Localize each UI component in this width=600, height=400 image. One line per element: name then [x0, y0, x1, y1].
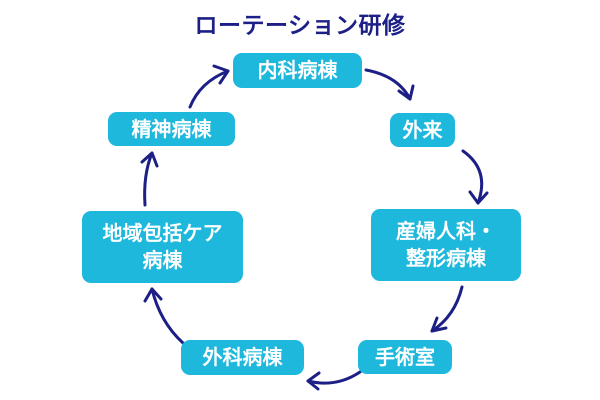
node-label-line-2: 整形病棟	[406, 246, 486, 270]
node-obgyn-orthopedic-ward: 産婦人科・ 整形病棟	[371, 209, 521, 281]
node-label: 精神病棟	[131, 116, 212, 141]
node-label: 外科病棟	[202, 345, 283, 369]
node-label: 手術室	[375, 344, 435, 369]
node-operating-room: 手術室	[358, 340, 452, 374]
node-community-care-ward: 地域包括ケア 病棟	[82, 211, 243, 283]
node-psychiatric-ward: 精神病棟	[108, 112, 235, 146]
arrow-shujutsu-to-geka	[306, 370, 362, 391]
node-label: 内科病棟	[257, 58, 338, 82]
node-label-line-1: 地域包括ケア	[102, 221, 223, 245]
node-surgical-ward: 外科病棟	[181, 340, 304, 375]
arrow-sanfu-to-shujutsu	[430, 285, 464, 333]
node-outpatient: 外来	[390, 113, 455, 147]
node-label-line-2: 病棟	[142, 248, 183, 272]
arrow-gairai-to-sanfu	[461, 149, 489, 205]
node-label: 外来	[402, 117, 443, 142]
arrow-seishin-to-naika	[188, 64, 230, 109]
node-label-line-1: 産婦人科・	[396, 219, 496, 243]
node-naika-ward: 内科病棟	[233, 53, 362, 88]
arrow-geka-to-chiiki	[143, 287, 185, 345]
diagram-title: ローテーション研修	[194, 13, 406, 39]
arrow-chiiki-to-seishin	[140, 151, 159, 207]
arrow-naika-to-gairai	[364, 68, 415, 101]
